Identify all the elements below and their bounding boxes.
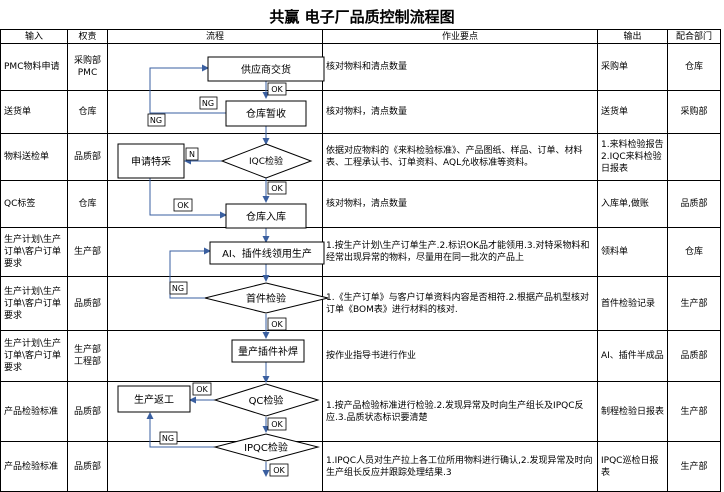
table-row: 生产计划\生产订单\客户订单要求 品质部 1.《生产订单》与客户订单资料内容是否… — [0, 276, 721, 331]
cell-dept — [667, 133, 721, 181]
table-row: QC标签 仓库 核对物料，清点数量 入库单,做账 品质部 — [0, 180, 721, 228]
cell-auth: 生产部工程部 — [67, 330, 108, 382]
cell-dept: 仓库 — [667, 43, 721, 91]
cell-dept: 生产部 — [667, 276, 721, 331]
cell-dept: 生产部 — [667, 441, 721, 492]
header-input: 输入 — [0, 29, 68, 44]
cell-auth: 品质部 — [67, 133, 108, 181]
cell-requirements: 1.IPQC人员对生产拉上各工位所用物料进行确认,2.发现异常及时向生产组长反应… — [322, 441, 598, 492]
cell-output: AI、插件半成品 — [597, 330, 668, 382]
header-auth: 权责 — [67, 29, 108, 44]
cell-flow — [107, 90, 323, 134]
header-requirements: 作业要点 — [322, 29, 598, 44]
header-flow: 流程 — [107, 29, 323, 44]
cell-flow — [107, 43, 323, 91]
table-row: 生产计划\生产订单\客户订单要求 生产部工程部 按作业指导书进行作业 AI、插件… — [0, 330, 721, 382]
header-dept: 配合部门 — [667, 29, 721, 44]
cell-flow — [107, 180, 323, 228]
cell-flow — [107, 381, 323, 442]
cell-auth: 品质部 — [67, 441, 108, 492]
cell-output: 入库单,做账 — [597, 180, 668, 228]
cell-input: 产品检验标准 — [0, 441, 68, 492]
table-row: PMC物料申请 采购部PMC 核对物料和清点数量 采购单 仓库 — [0, 43, 721, 91]
cell-dept: 品质部 — [667, 180, 721, 228]
cell-input: 生产计划\生产订单\客户订单要求 — [0, 330, 68, 382]
cell-input: 物料送检单 — [0, 133, 68, 181]
cell-output: 制程检验日报表 — [597, 381, 668, 442]
cell-input: PMC物料申请 — [0, 43, 68, 91]
cell-flow — [107, 330, 323, 382]
cell-requirements: 1.按产品检验标准进行检验.2.发现异常及时向生产组长及IPQC反应.3.品质状… — [322, 381, 598, 442]
cell-flow — [107, 227, 323, 277]
cell-output: 1.来料检验报告 2.IQC来料检验日报表 — [597, 133, 668, 181]
cell-requirements: 1.《生产订单》与客户订单资料内容是否相符.2.根据产品机型核对订单《BOM表》… — [322, 276, 598, 331]
cell-flow — [107, 441, 323, 492]
cell-input: 送货单 — [0, 90, 68, 134]
cell-dept: 品质部 — [667, 330, 721, 382]
table-row: 生产计划\生产订单\客户订单要求 生产部 1.按生产计划\生产订单生产.2.标识… — [0, 227, 721, 277]
process-table: 输入 权责 流程 作业要点 输出 配合部门 PMC物料申请 采购部PMC 核对物… — [0, 29, 721, 492]
cell-input: 生产计划\生产订单\客户订单要求 — [0, 227, 68, 277]
header-output: 输出 — [597, 29, 668, 44]
table-row: 产品检验标准 品质部 1.按产品检验标准进行检验.2.发现异常及时向生产组长及I… — [0, 381, 721, 442]
cell-flow — [107, 133, 323, 181]
cell-output: 采购单 — [597, 43, 668, 91]
cell-auth: 品质部 — [67, 381, 108, 442]
cell-requirements: 按作业指导书进行作业 — [322, 330, 598, 382]
cell-input: 产品检验标准 — [0, 381, 68, 442]
cell-output: 送货单 — [597, 90, 668, 134]
cell-dept: 采购部 — [667, 90, 721, 134]
cell-dept: 生产部 — [667, 381, 721, 442]
cell-dept: 仓库 — [667, 227, 721, 277]
cell-auth: 仓库 — [67, 90, 108, 134]
cell-auth: 品质部 — [67, 276, 108, 331]
table-row: 产品检验标准 品质部 1.IPQC人员对生产拉上各工位所用物料进行确认,2.发现… — [0, 441, 721, 492]
cell-requirements: 1.按生产计划\生产订单生产.2.标识OK品才能领用.3.对特采物料和经常出现异… — [322, 227, 598, 277]
cell-auth: 仓库 — [67, 180, 108, 228]
cell-requirements: 依据对应物料的《来料检验标准》、产品图纸、样品、订单、材料表、工程承认书、订单资… — [322, 133, 598, 181]
table-row: 物料送检单 品质部 依据对应物料的《来料检验标准》、产品图纸、样品、订单、材料表… — [0, 133, 721, 181]
cell-requirements: 核对物料，清点数量 — [322, 90, 598, 134]
cell-input: 生产计划\生产订单\客户订单要求 — [0, 276, 68, 331]
table-row: 送货单 仓库 核对物料，清点数量 送货单 采购部 — [0, 90, 721, 134]
cell-output: IPQC巡检日报表 — [597, 441, 668, 492]
cell-output: 首件检验记录 — [597, 276, 668, 331]
cell-input: QC标签 — [0, 180, 68, 228]
cell-requirements: 核对物料，清点数量 — [322, 180, 598, 228]
cell-auth: 生产部 — [67, 227, 108, 277]
header-row: 输入 权责 流程 作业要点 输出 配合部门 — [0, 29, 721, 44]
cell-requirements: 核对物料和清点数量 — [322, 43, 598, 91]
cell-output: 领料单 — [597, 227, 668, 277]
page-title: 共赢 电子厂品质控制流程图 — [269, 8, 455, 26]
cell-auth: 采购部PMC — [67, 43, 108, 91]
cell-flow — [107, 276, 323, 331]
